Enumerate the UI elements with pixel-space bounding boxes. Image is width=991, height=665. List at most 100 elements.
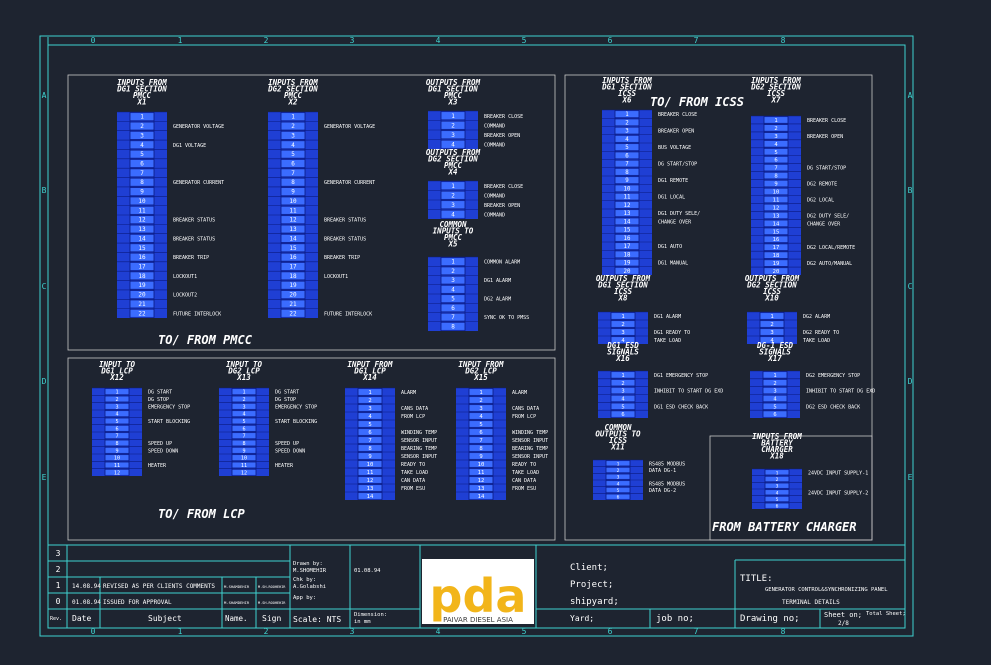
job-no-label: job no; [656,614,694,624]
ruler-columns-bottom: 0 1 2 3 4 5 6 7 8 [91,627,786,636]
signal-label: BREAKER CLOSE [658,112,697,118]
terminal-number: 3 [621,330,624,336]
signal-label: DG START [275,390,299,396]
strip-title-line: X13 [236,373,251,382]
terminal-number: 1 [451,183,455,190]
signal-label: WINDING TEMP [401,430,437,436]
signal-label: DG STOP [148,397,169,403]
signal-label: DG1 MANUAL [658,261,688,267]
terminal-number: 10 [773,190,780,196]
strip-title-line: DG2 SECTION [267,85,318,94]
terminal-number: 10 [367,462,374,468]
terminal-number: 18 [773,253,780,259]
signal-label: SYNC OK TO PMSS [484,315,529,321]
terminal-number: 7 [368,438,371,444]
strip-title-line: INPUTS TO [433,227,474,236]
terminal-number: 8 [242,441,245,447]
terminal-number: 5 [479,422,482,428]
ruler-row: A [42,91,47,100]
strip-title-line: INPUTS FROM [117,78,167,87]
terminal-number: 4 [479,414,483,420]
terminal-number: 19 [773,261,780,267]
strip-title-line: X1 [136,98,146,107]
strip-title-line: X14 [362,373,377,382]
ruler-col: 1 [178,627,183,636]
signal-label: BREAKER CLOSE [484,184,523,190]
signal-label: BREAKER OPEN [658,129,694,135]
terminal-number: 14 [624,219,631,225]
signal-label: DG1 ESD CHECK BACK [654,404,708,410]
terminal-number: 14 [773,221,780,227]
ruler-row: E [42,473,47,482]
rev-number: 1 [56,581,61,590]
terminal-number: 2 [451,192,455,199]
signal-label: DG1 VOLTAGE [173,143,206,149]
signal-label: LOCKOUT2 [173,293,197,299]
signal-label: COMMAND [484,123,505,129]
terminal-number: 8 [291,179,295,186]
title-block-frame [47,544,906,629]
signal-label: BREAKER TRIP [173,255,209,261]
signal-label: DG1 REMOTE [658,178,688,184]
terminal-number: 9 [368,454,371,460]
terminal-number: 4 [451,141,455,148]
terminal-number: 3 [242,404,245,410]
terminal-number: 8 [451,323,455,330]
strip-title-line: X12 [109,373,124,382]
drawing-no-label: Drawing no; [740,614,800,624]
terminal-number: 8 [140,179,144,186]
terminal-number: 12 [773,205,780,211]
signal-label: DG STOP [275,397,296,403]
terminal-number: 6 [773,412,776,418]
strip-title-line: DG2 LCP [464,367,497,376]
signal-label: BREAKER STATUS [173,236,215,242]
terminal-number: 12 [624,203,631,209]
terminal-number: 9 [242,448,245,454]
strip-title-line: DG1 ESD [606,341,639,350]
strip-title-line: X8 [617,294,628,303]
signal-label: RS485 MODBUS [649,461,685,467]
terminal-number: 9 [774,182,777,188]
terminal-number: 13 [478,486,485,492]
signal-label: DG2 EMERGENCY STOP [806,373,860,379]
terminal-number: 8 [625,170,629,176]
terminal-number: 5 [617,488,620,494]
terminal-number: 7 [140,170,144,177]
terminal-number: 1 [617,461,620,467]
terminal-number: 4 [625,137,629,143]
strip-title-line: X15 [473,373,488,382]
terminal-number: 3 [617,475,620,481]
terminal-number: 19 [624,261,631,267]
signal-label: READY TO [512,462,536,468]
terminal-number: 4 [115,412,118,418]
terminal-number: 2 [621,322,624,328]
signal-label: HEATER [148,463,167,469]
yard-label: Yard; [570,614,594,623]
strip-title-line: X7 [770,96,781,105]
terminal-number: 21 [138,301,146,308]
signal-label: DATA DG-2 [649,488,676,494]
strip-title-line: BATTERY [760,439,793,448]
terminal-number: 6 [625,153,629,159]
strip-title-line: PMCC [444,233,463,242]
terminal-number: 15 [138,245,146,252]
terminal-number: 16 [624,236,631,242]
ruler-col: 4 [436,36,441,45]
ruler-col: 3 [350,36,355,45]
strip-title-line: COMMON [604,423,632,432]
strip-title-line: SIGNALS [607,348,639,357]
strip-title-line: X11 [610,443,625,452]
terminal-number: 4 [621,396,625,402]
strip-title-line: OUTPUTS TO [595,430,641,439]
shipyard-label: shipyard; [570,597,619,607]
strip-title-line: X16 [615,354,630,363]
signal-label: BREAKER OPEN [807,134,843,140]
rev-name: M.SHAMDEHIR [224,584,250,589]
ruler-col: 2 [264,627,269,636]
terminal-number: 13 [367,486,374,492]
strip-title-line: INPUT TO [99,360,136,369]
